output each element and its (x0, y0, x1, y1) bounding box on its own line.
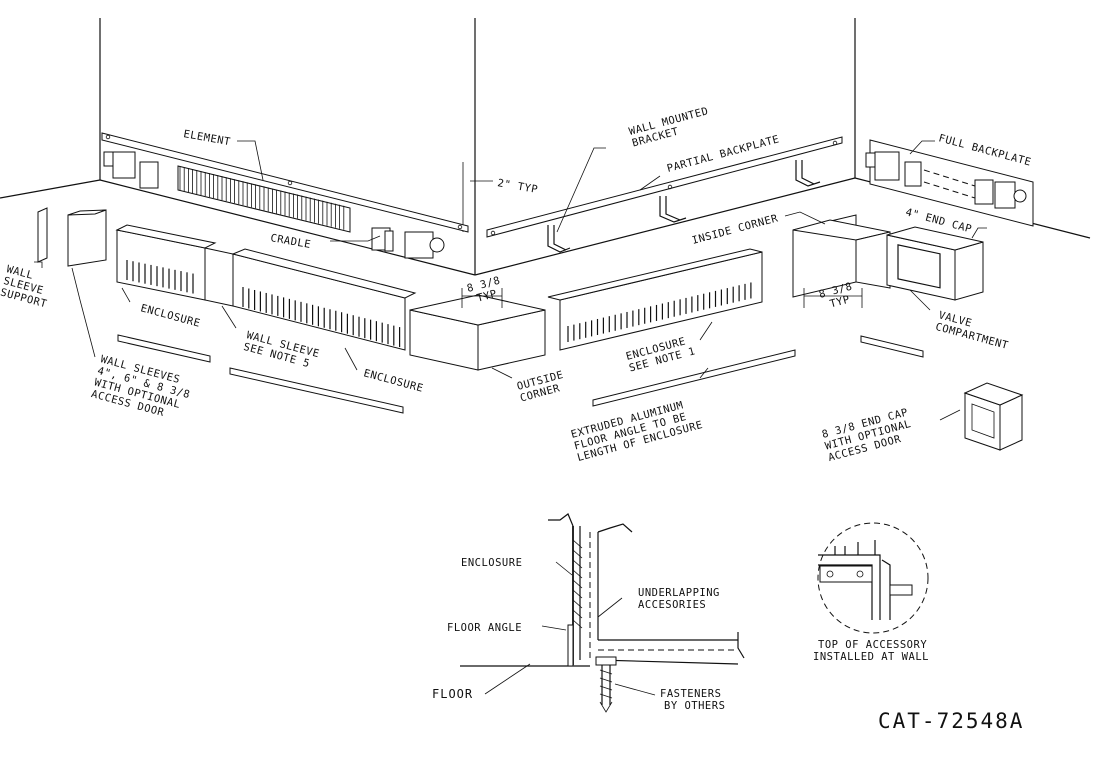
outside-corner (409, 294, 546, 371)
detail-enclosure: ENCLOSURE (461, 557, 522, 569)
svg-text:COMPARTMENT: COMPARTMENT (934, 321, 1010, 352)
circular-detail: TOP OF ACCESSORY INSTALLED AT WALL (813, 522, 929, 663)
catalog-number: CAT-72548A (878, 709, 1024, 733)
label-cradle: CRADLE (269, 232, 311, 251)
full-backplate (865, 139, 1034, 227)
label-wall-sleeve-note: WALL SLEEVE SEE NOTE 5 (242, 329, 321, 370)
svg-text:ACCESORIES: ACCESORIES (638, 599, 706, 611)
wall-sleeve-support (37, 207, 48, 263)
enclosure-right (547, 248, 763, 351)
label-wall-sleeve-support: WALL SLEEVE SUPPORT (0, 263, 48, 310)
enclosure-left (115, 224, 217, 301)
svg-text:TOP OF ACCESSORY: TOP OF ACCESSORY (818, 639, 927, 651)
label-wall-sleeves: WALL SLEEVES 4", 6" & 8 3/8 WITH OPTIONA… (90, 353, 192, 419)
label-end-cap-8-3-8: 8 3/8 END CAP WITH OPTIONAL ACCESS DOOR (821, 406, 913, 464)
element-fins (179, 166, 345, 230)
floor-angles (117, 334, 924, 414)
detail-floor: FLOOR (432, 687, 473, 701)
label-extruded: EXTRUDED ALUMINUM FLOOR ANGLE TO BE LENG… (570, 399, 705, 464)
label-inside-corner: INSIDE CORNER (691, 212, 780, 247)
svg-text:UNDERLAPPING: UNDERLAPPING (638, 587, 720, 599)
svg-text:INSTALLED AT WALL: INSTALLED AT WALL (813, 651, 929, 663)
svg-text:BY OTHERS: BY OTHERS (664, 700, 725, 712)
label-element: ELEMENT (182, 128, 231, 148)
label-valve-compartment: VALVE COMPARTMENT (934, 309, 1010, 352)
label-enclosure-note-1: ENCLOSURE SEE NOTE 1 (625, 335, 697, 374)
label-enclosure-mid: ENCLOSURE (362, 367, 424, 394)
left-element (103, 151, 445, 259)
label-outside-corner: OUTSIDE CORNER (516, 369, 565, 405)
label-enclosure-left: ENCLOSURE (139, 302, 201, 329)
end-cap-8-3-8 (963, 382, 1024, 451)
label-2-typ: 2" TYP (496, 177, 538, 196)
valve-compartment (886, 226, 984, 301)
leader-lines (34, 140, 987, 421)
wall-sleeve-left (67, 209, 107, 267)
enclosure-middle (231, 248, 417, 351)
section-detail (460, 513, 745, 713)
section-labels: ENCLOSURE UNDERLAPPING ACCESORIES FLOOR … (432, 557, 725, 712)
label-wall-mounted-bracket: WALL MOUNTED BRACKET (628, 105, 710, 149)
left-backplate (101, 132, 469, 233)
svg-text:FASTENERS: FASTENERS (660, 688, 721, 700)
partial-backplate (486, 136, 843, 253)
wall-sleeve-middle (204, 247, 234, 307)
svg-text:TYP: TYP (476, 288, 499, 305)
svg-text:TYP: TYP (829, 294, 852, 311)
detail-floor-angle: FLOOR ANGLE (447, 622, 522, 634)
inside-corner (792, 214, 891, 298)
